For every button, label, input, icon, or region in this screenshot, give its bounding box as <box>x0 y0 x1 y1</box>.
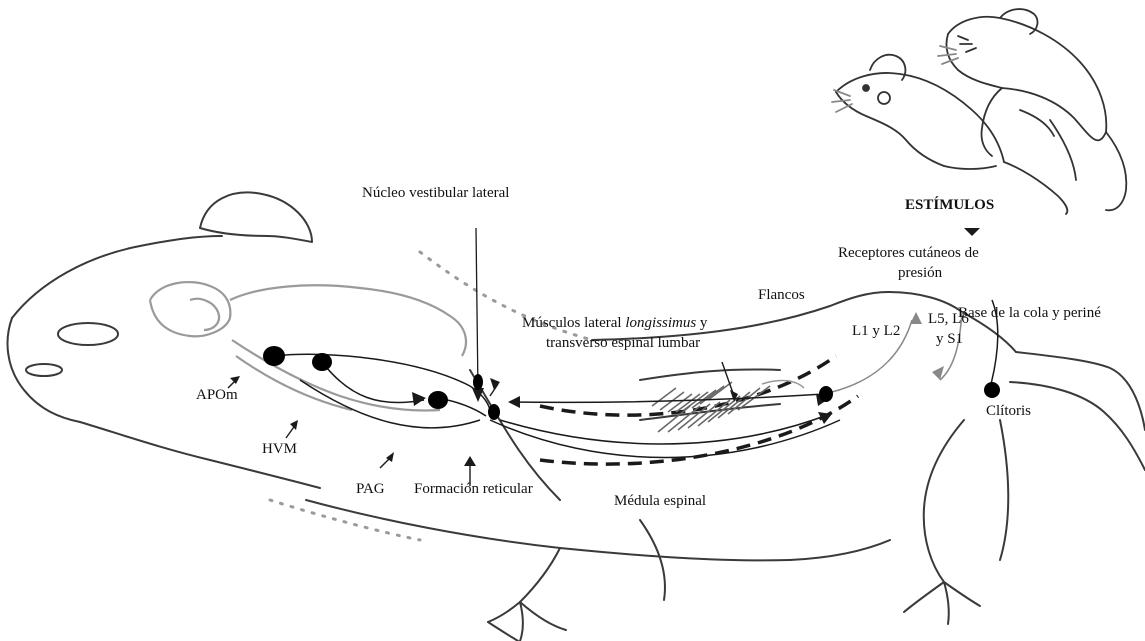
receptors-label-line2: presión <box>898 264 942 282</box>
receptors-label-line1: Receptores cutáneos de <box>838 244 979 262</box>
clitoris-label: Clítoris <box>986 402 1031 420</box>
s1-label: y S1 <box>936 330 963 348</box>
spinal-cord-label: Médula espinal <box>614 492 706 510</box>
rat-eye <box>26 323 118 376</box>
l1-l2-label: L1 y L2 <box>852 322 900 340</box>
muscles-label-suffix: y <box>700 315 708 331</box>
node-vestibular <box>473 374 483 390</box>
node-apom <box>263 346 285 366</box>
muscles-label-line2: transverso espinal lumbar <box>546 334 700 352</box>
hvm-label: HVM <box>262 440 297 458</box>
apom-label: APOm <box>196 386 238 404</box>
mating-rats-illustration <box>832 9 1126 214</box>
reticular-formation-label: Formación reticular <box>414 480 533 498</box>
muscles-label-line1: Músculos lateral longissimus y <box>522 314 707 332</box>
vestibular-nucleus-label: Núcleo vestibular lateral <box>362 184 509 202</box>
node-hvm <box>312 353 332 371</box>
flanks-label: Flancos <box>758 286 805 304</box>
node-reticular <box>488 404 500 420</box>
neural-nodes <box>263 346 1000 420</box>
node-clitoris <box>984 382 1000 398</box>
lumbar-muscles <box>652 381 804 432</box>
node-spinal <box>819 386 833 402</box>
pag-label: PAG <box>356 480 385 498</box>
tail-base-label: Base de la cola y periné <box>958 304 1101 322</box>
muscles-label-prefix: Músculos lateral <box>522 315 622 331</box>
muscles-label-latin: longissimus <box>625 315 696 331</box>
stimuli-heading: ESTÍMULOS <box>905 196 994 214</box>
node-pag <box>428 391 448 409</box>
